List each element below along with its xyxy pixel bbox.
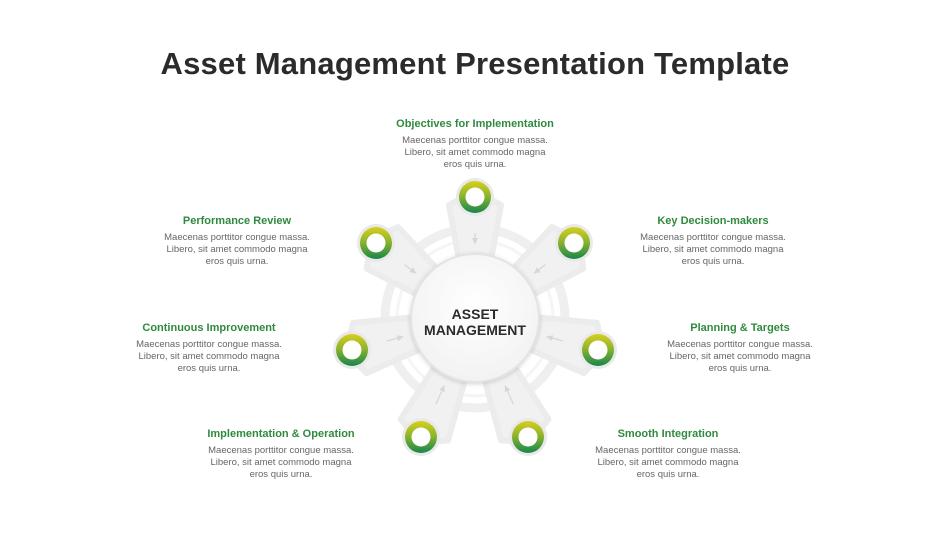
node-ring-hole <box>564 233 584 253</box>
nodes-group <box>333 178 617 456</box>
petal-arrow-head <box>396 335 404 342</box>
item-heading: Key Decision-makers <box>657 215 769 227</box>
petal-arrow-head <box>546 335 554 342</box>
item-key-decision-makers: Key Decision-makers Maecenas porttitor c… <box>618 215 808 268</box>
item-heading: Smooth Integration <box>617 428 719 440</box>
item-planning-targets: Planning & Targets Maecenas porttitor co… <box>645 322 835 375</box>
item-heading: Objectives for Implementation <box>396 118 554 130</box>
node-ring-hole <box>518 427 538 447</box>
item-description: Maecenas porttitor congue massa. Libero,… <box>667 339 813 374</box>
center-circle <box>410 253 540 383</box>
item-heading: Continuous Improvement <box>142 322 276 334</box>
node-ring-hole <box>411 427 431 447</box>
page-title: Asset Management Presentation Template <box>160 46 790 81</box>
node-ring-hole <box>342 340 362 360</box>
center-label-line1: ASSET <box>451 306 499 322</box>
item-heading: Planning & Targets <box>690 322 790 334</box>
item-implementation-operation: Implementation & Operation Maecenas port… <box>186 428 376 481</box>
item-description: Maecenas porttitor congue massa. Libero,… <box>595 445 741 480</box>
petal-arrow-head <box>472 238 478 244</box>
petal-arrow-head <box>504 385 511 393</box>
item-smooth-integration: Smooth Integration Maecenas porttitor co… <box>573 428 763 481</box>
item-continuous-improvement: Continuous Improvement Maecenas porttito… <box>114 322 304 375</box>
item-description: Maecenas porttitor congue massa. Libero,… <box>164 232 310 267</box>
item-description: Maecenas porttitor congue massa. Libero,… <box>208 445 354 480</box>
item-objectives: Objectives for Implementation Maecenas p… <box>380 118 570 171</box>
item-heading: Implementation & Operation <box>207 428 355 440</box>
node-ring-hole <box>366 233 386 253</box>
center-label: ASSET MANAGEMENT <box>405 306 545 338</box>
item-description: Maecenas porttitor congue massa. Libero,… <box>136 339 282 374</box>
petal-arrow-head <box>533 267 541 274</box>
petal-arrow-head <box>409 267 417 274</box>
item-description: Maecenas porttitor congue massa. Libero,… <box>402 135 548 170</box>
item-heading: Performance Review <box>182 215 292 227</box>
petal-arrow-head <box>439 385 445 393</box>
item-description: Maecenas porttitor congue massa. Libero,… <box>640 232 786 267</box>
node-ring-hole <box>465 187 485 207</box>
item-performance-review: Performance Review Maecenas porttitor co… <box>142 215 332 268</box>
center-label-line2: MANAGEMENT <box>424 322 526 338</box>
node-ring-hole <box>588 340 608 360</box>
